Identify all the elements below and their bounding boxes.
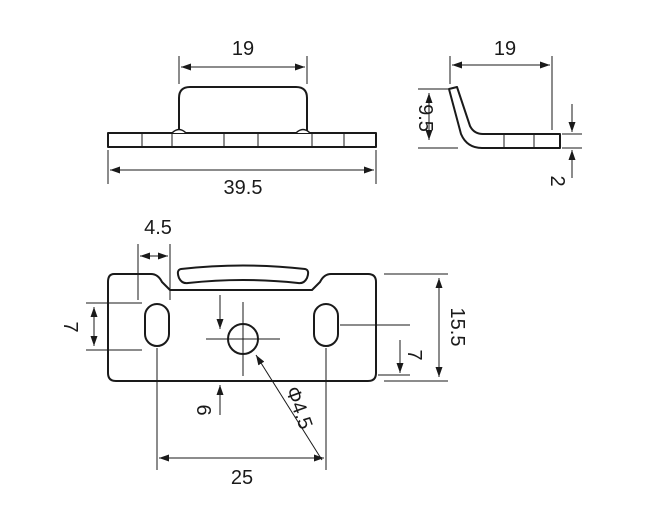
dim-side-width: 19 xyxy=(494,38,516,60)
dim-slot-left: 7 xyxy=(59,321,81,332)
left-slot xyxy=(144,303,170,347)
dim-height: 15.5 xyxy=(446,308,468,347)
dim-hole-diameter: Φ4.5 xyxy=(281,384,317,433)
plan-view-tab xyxy=(176,264,310,285)
front-view-tab xyxy=(178,86,308,133)
side-view: 19 9.5 2 xyxy=(414,38,582,187)
dim-side-height: 9.5 xyxy=(414,104,436,132)
right-slot xyxy=(313,303,339,347)
plan-view: 4.5 7 7 15.5 6 Φ4.5 25 xyxy=(59,217,468,489)
dim-hole-offset: 6 xyxy=(192,404,214,415)
dim-thickness: 2 xyxy=(546,175,568,186)
dim-tab-offset: 4.5 xyxy=(144,217,172,239)
dim-overall-length: 39.5 xyxy=(224,177,263,199)
front-view-strip xyxy=(107,132,377,148)
dim-top-width: 19 xyxy=(232,38,254,60)
hole-diameter-leader xyxy=(255,354,323,461)
dim-slot-pitch: 25 xyxy=(231,467,253,489)
front-view: 19 39.5 xyxy=(107,38,377,199)
dim-slot-right: 7 xyxy=(403,349,425,360)
front-view-segments xyxy=(141,133,345,147)
